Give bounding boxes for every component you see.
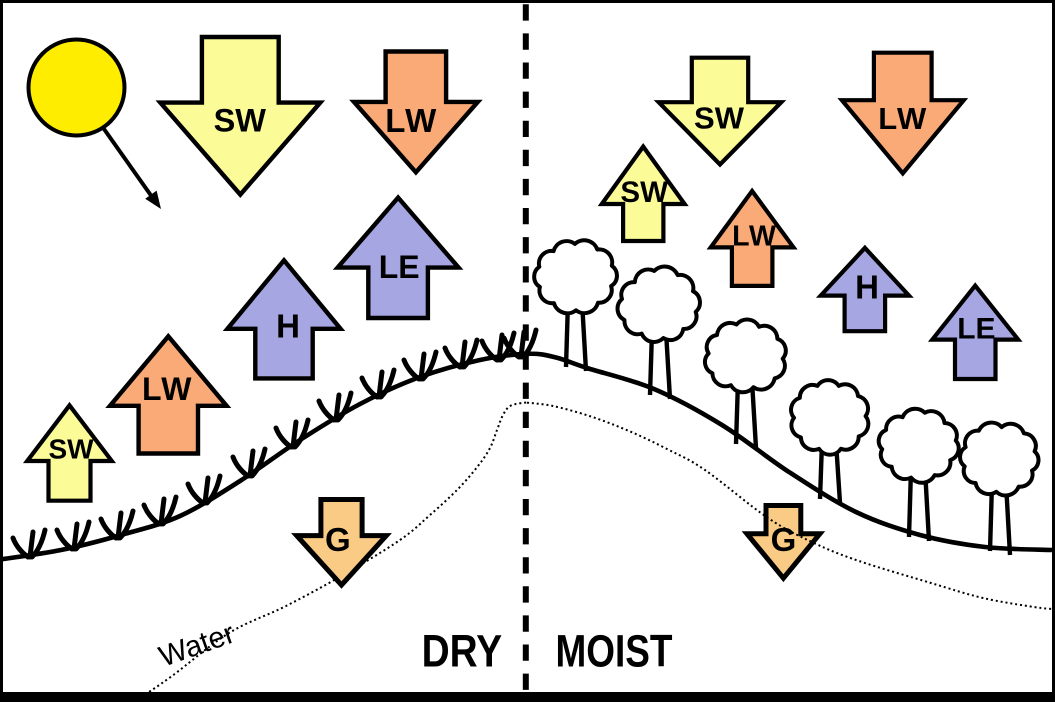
svg-text:LW: LW — [142, 371, 193, 407]
svg-text:MOIST: MOIST — [556, 626, 673, 677]
svg-text:LE: LE — [957, 313, 995, 346]
svg-text:SW: SW — [694, 101, 745, 136]
svg-text:LE: LE — [379, 249, 420, 285]
svg-text:G: G — [325, 521, 351, 558]
svg-text:LW: LW — [385, 102, 437, 139]
svg-text:SW: SW — [49, 434, 95, 465]
svg-text:H: H — [276, 308, 300, 345]
svg-text:LW: LW — [732, 221, 777, 253]
svg-text:LW: LW — [878, 101, 928, 136]
svg-text:DRY: DRY — [422, 626, 503, 677]
svg-text:G: G — [771, 521, 797, 558]
svg-text:SW: SW — [620, 176, 668, 209]
svg-text:H: H — [855, 268, 879, 305]
svg-text:SW: SW — [214, 102, 267, 138]
